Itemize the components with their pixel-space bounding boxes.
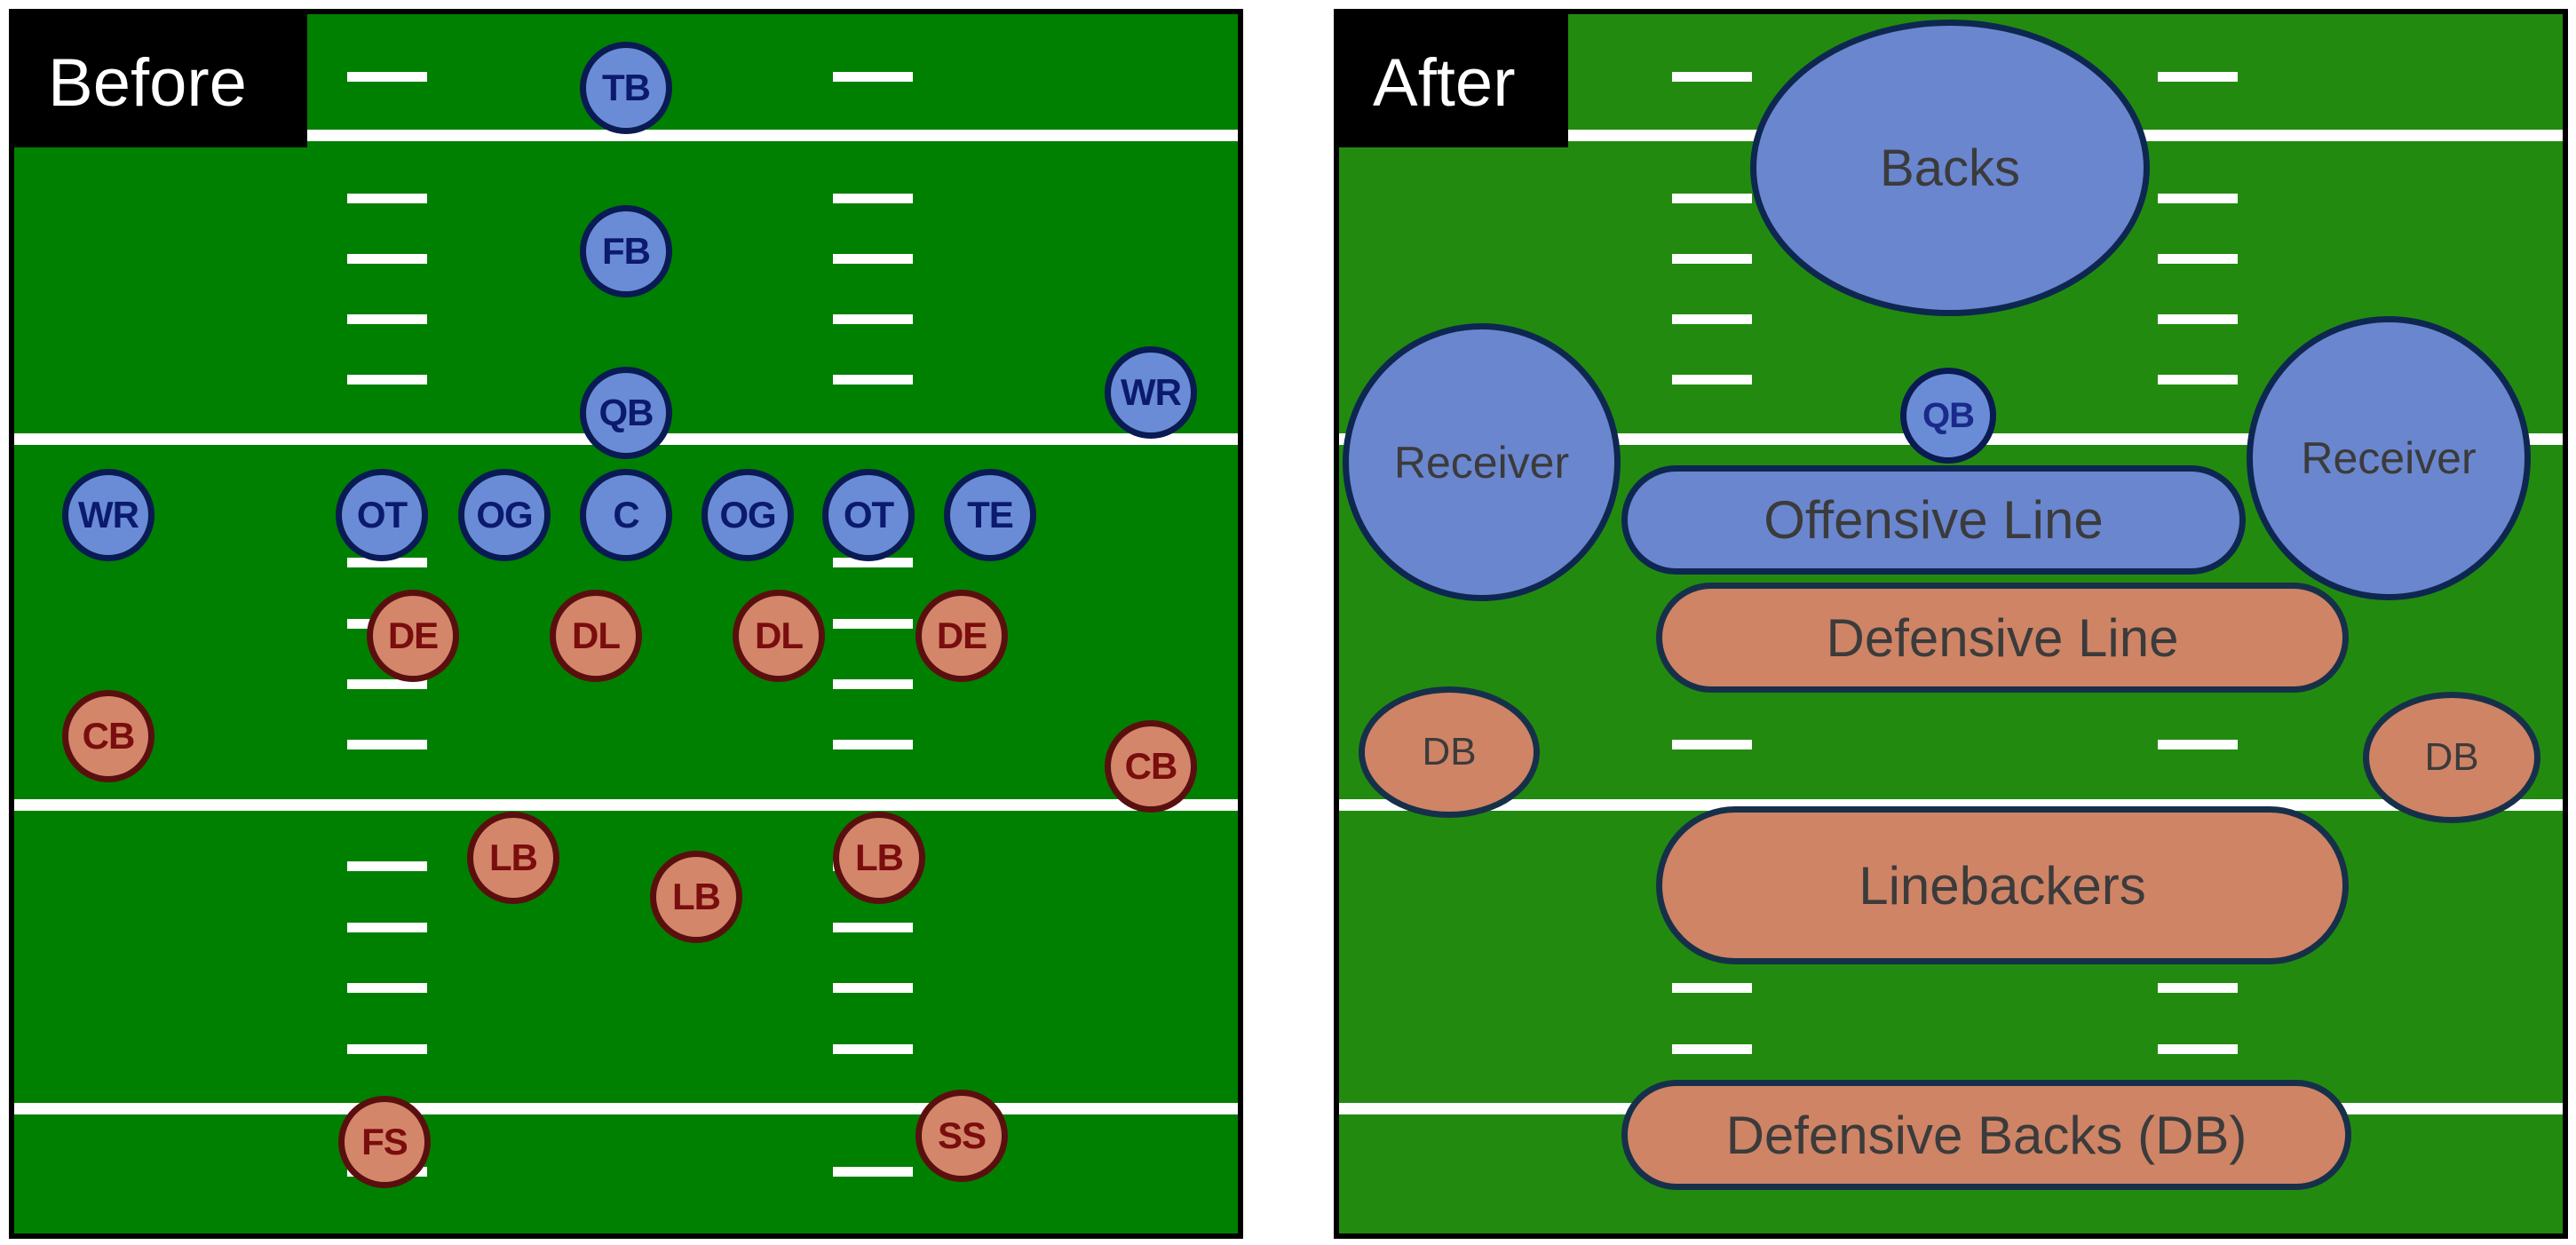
hash-mark <box>347 679 427 689</box>
player-qb: QB <box>580 367 672 459</box>
hash-mark <box>833 1167 913 1177</box>
hash-mark <box>833 923 913 932</box>
hash-mark <box>347 558 427 567</box>
hash-mark <box>347 254 427 264</box>
hash-mark <box>347 72 427 82</box>
hash-mark <box>833 254 913 264</box>
before-label: Before <box>14 14 307 147</box>
hash-mark <box>2158 314 2238 324</box>
player-dl-left: DL <box>550 590 642 682</box>
player-de-right: DE <box>915 590 1008 682</box>
group-defensive-line: Defensive Line <box>1656 583 2349 693</box>
player-ss: SS <box>915 1090 1008 1182</box>
player-fs: FS <box>338 1096 431 1188</box>
hash-mark <box>2158 254 2238 264</box>
hash-mark <box>347 861 427 871</box>
hash-mark <box>833 1044 913 1054</box>
hash-mark <box>833 72 913 82</box>
hash-mark <box>1672 254 1752 264</box>
hash-mark <box>833 558 913 567</box>
player-og-left: OG <box>458 469 551 561</box>
player-c: C <box>580 469 672 561</box>
player-lb-left: LB <box>467 812 559 904</box>
hash-mark <box>347 923 427 932</box>
player-cb-left: CB <box>62 690 155 782</box>
group-receiver-left: Receiver <box>1343 323 1621 601</box>
player-wr-right: WR <box>1105 346 1197 439</box>
group-receiver-right: Receiver <box>2247 316 2531 600</box>
after-panel: After Backs Receiver Receiver QB Offensi… <box>1334 9 2568 1239</box>
hash-mark <box>2158 740 2238 749</box>
hash-mark <box>347 740 427 749</box>
group-linebackers: Linebackers <box>1656 806 2349 964</box>
hash-mark <box>833 314 913 324</box>
yard-line <box>14 799 1238 811</box>
player-cb-right: CB <box>1105 720 1197 813</box>
hash-mark <box>1672 983 1752 993</box>
player-te: TE <box>944 469 1036 561</box>
hash-mark <box>2158 375 2238 385</box>
hash-mark <box>1672 740 1752 749</box>
player-lb-right: LB <box>833 812 925 904</box>
player-ot-left: OT <box>336 469 428 561</box>
hash-mark <box>833 375 913 385</box>
player-og-right: OG <box>701 469 794 561</box>
hash-mark <box>2158 1044 2238 1054</box>
hash-mark <box>833 619 913 629</box>
after-label: After <box>1339 14 1568 147</box>
player-wr-left: WR <box>62 469 155 561</box>
hash-mark <box>347 375 427 385</box>
hash-mark <box>833 740 913 749</box>
group-defensive-backs: Defensive Backs (DB) <box>1621 1080 2351 1190</box>
group-db-left: DB <box>1359 686 1540 818</box>
hash-mark <box>2158 72 2238 82</box>
player-fb: FB <box>580 205 672 297</box>
yard-line <box>14 130 1238 141</box>
hash-mark <box>2158 194 2238 203</box>
hash-mark <box>833 194 913 203</box>
hash-mark <box>347 314 427 324</box>
hash-mark <box>1672 314 1752 324</box>
group-offensive-line: Offensive Line <box>1621 465 2246 575</box>
hash-mark <box>2158 983 2238 993</box>
player-ot-right: OT <box>822 469 915 561</box>
hash-mark <box>1672 375 1752 385</box>
group-qb: QB <box>1900 368 1996 464</box>
hash-mark <box>347 194 427 203</box>
hash-mark <box>347 1044 427 1054</box>
player-lb-mid: LB <box>650 851 742 943</box>
hash-mark <box>347 983 427 993</box>
before-panel: Before TB FB QB WR WR OT OG C OG OT TE D… <box>9 9 1243 1239</box>
player-dl-right: DL <box>733 590 825 682</box>
player-de-left: DE <box>367 590 459 682</box>
hash-mark <box>1672 72 1752 82</box>
hash-mark <box>833 679 913 689</box>
yard-line <box>14 1103 1238 1114</box>
player-tb: TB <box>580 42 672 134</box>
group-backs: Backs <box>1750 20 2150 316</box>
group-db-right: DB <box>2363 692 2540 823</box>
hash-mark <box>833 983 913 993</box>
hash-mark <box>1672 194 1752 203</box>
hash-mark <box>1672 1044 1752 1054</box>
